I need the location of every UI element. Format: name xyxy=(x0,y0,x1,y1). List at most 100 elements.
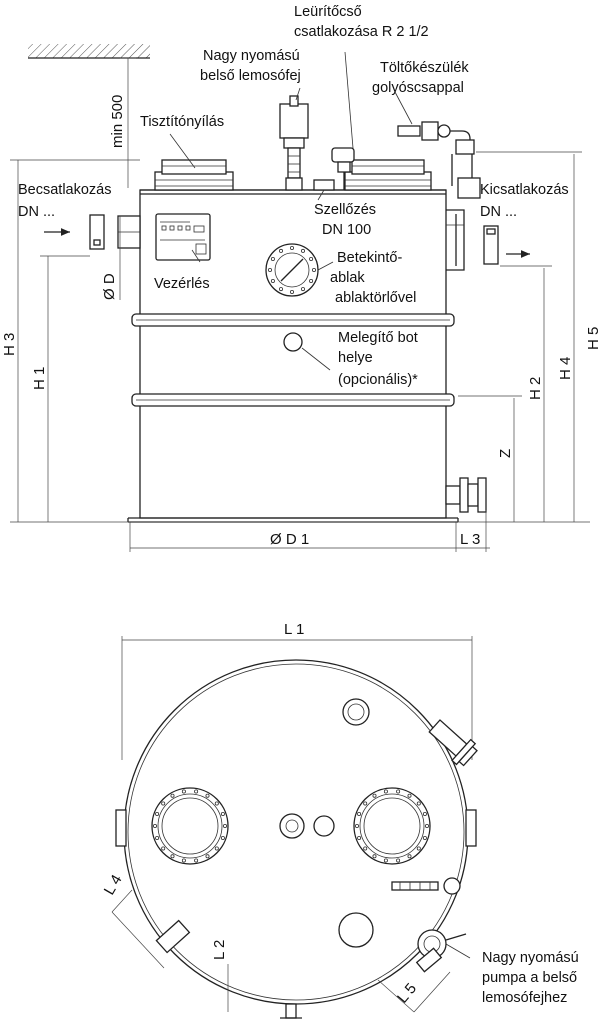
window-bolt xyxy=(278,248,283,253)
dim-h3: H 3 xyxy=(1,333,18,356)
label-spray-2: belső lemosófej xyxy=(200,68,301,84)
outlet-connector xyxy=(483,225,499,265)
manhole-bolt xyxy=(222,824,227,829)
manhole-bolt xyxy=(170,854,175,859)
manhole-bolt xyxy=(407,793,412,798)
top-view xyxy=(111,636,478,1019)
dim-od1: Ø D 1 xyxy=(270,531,309,548)
manhole-bolt xyxy=(383,858,388,863)
dim-h5: H 5 xyxy=(585,327,602,350)
label-inlet-2: DN ... xyxy=(18,204,55,220)
manhole-bolt xyxy=(220,812,225,817)
label-control: Vezérlés xyxy=(154,276,210,292)
label-pump-3: lemosófejhez xyxy=(482,990,567,1006)
manhole-bolt xyxy=(194,789,199,794)
manhole-bolt xyxy=(205,854,210,859)
manhole-bolt xyxy=(396,858,401,863)
outlet-pipe xyxy=(446,154,481,271)
manhole-bolt xyxy=(372,854,377,859)
manhole-bolt xyxy=(205,793,210,798)
dim-l2: L 2 xyxy=(211,940,228,960)
manhole-bolt xyxy=(194,858,199,863)
bottom-left-flange xyxy=(155,919,191,954)
label-ventilation-1: Szellőzés xyxy=(314,202,376,218)
manhole-bolt xyxy=(424,824,429,829)
label-window-1: Betekintő- xyxy=(337,250,402,266)
cleaning-opening xyxy=(154,159,234,191)
label-spray-1: Nagy nyomású xyxy=(203,48,300,64)
manhole-bolt xyxy=(422,836,427,841)
label-outlet-2: DN ... xyxy=(480,204,517,220)
filler-device xyxy=(397,121,475,155)
window-bolt xyxy=(309,256,314,261)
manhole-bolt xyxy=(152,824,157,829)
manhole-bolt xyxy=(181,858,186,863)
dim-h4: H 4 xyxy=(557,357,574,380)
label-filler-1: Töltőkészülék xyxy=(380,60,469,76)
inspection-dome xyxy=(344,159,432,191)
bottom-flange xyxy=(445,477,487,513)
control-box xyxy=(155,213,211,261)
manhole-bolt xyxy=(181,789,186,794)
manhole-bolt xyxy=(155,836,160,841)
label-outlet-1: Kicsatlakozás xyxy=(480,182,569,198)
label-heater-1: Melegítő bot xyxy=(338,330,418,346)
manhole-bolt xyxy=(363,801,368,806)
manhole-bolt xyxy=(161,801,166,806)
top-right-flange xyxy=(428,719,478,767)
manhole-bolt xyxy=(372,793,377,798)
dim-l5: L 5 xyxy=(394,980,420,1006)
label-inlet-1: Becsatlakozás xyxy=(18,182,112,198)
manhole-bolt xyxy=(155,812,160,817)
sight-window-bolts xyxy=(267,245,316,294)
label-filler-2: golyóscsappal xyxy=(372,80,464,96)
window-bolt xyxy=(311,267,316,272)
filler-top xyxy=(391,877,461,895)
drain-valve xyxy=(331,147,355,190)
manhole-bolt xyxy=(416,846,421,851)
window-bolt xyxy=(270,256,275,261)
manhole-bolt xyxy=(161,846,166,851)
window-bolt xyxy=(289,289,294,294)
manhole-bolt xyxy=(357,836,362,841)
label-drain-2: csatlakozása R 2 1/2 xyxy=(294,24,429,40)
manhole-bolt xyxy=(220,836,225,841)
label-heater-2: helye xyxy=(338,350,373,366)
label-window-2: ablak xyxy=(330,270,365,286)
window-bolt xyxy=(270,278,275,283)
dim-z: Z xyxy=(497,449,514,458)
label-pump-2: pumpa a belső xyxy=(482,970,577,986)
manhole-bolt xyxy=(383,789,388,794)
window-bolt xyxy=(300,287,305,292)
label-cleaning-opening: Tisztítónyílás xyxy=(140,114,224,130)
manhole-left xyxy=(151,787,229,865)
manhole-bolt xyxy=(396,789,401,794)
dim-l1: L 1 xyxy=(284,621,304,638)
label-drain-1: Leürítőcső xyxy=(294,4,362,20)
manhole-bolt xyxy=(354,824,359,829)
manhole-bolt xyxy=(416,801,421,806)
window-bolt xyxy=(289,245,294,250)
dim-h2: H 2 xyxy=(527,377,544,400)
manhole-bolt xyxy=(214,846,219,851)
sight-window xyxy=(265,243,319,297)
manhole-bolt xyxy=(357,812,362,817)
pump-top xyxy=(415,929,471,973)
heater-rod-position xyxy=(283,332,303,352)
ventilation-stub xyxy=(313,179,335,191)
labels: Leürítőcső csatlakozása R 2 1/2 Nagy nyo… xyxy=(1,4,602,1007)
inlet-pipe xyxy=(117,215,141,249)
window-bolt xyxy=(309,278,314,283)
spray-head xyxy=(279,95,309,191)
dim-l3: L 3 xyxy=(460,531,480,548)
window-bolt xyxy=(300,248,305,253)
manhole-bolt xyxy=(170,793,175,798)
label-pump-1: Nagy nyomású xyxy=(482,950,579,966)
dim-min500: min 500 xyxy=(109,95,126,148)
manhole-right xyxy=(353,787,431,865)
label-window-3: ablaktörlővel xyxy=(335,290,416,306)
ceiling-hatch xyxy=(28,44,150,58)
dim-od: Ø D xyxy=(101,273,118,300)
dim-l4: L 4 xyxy=(101,872,126,898)
